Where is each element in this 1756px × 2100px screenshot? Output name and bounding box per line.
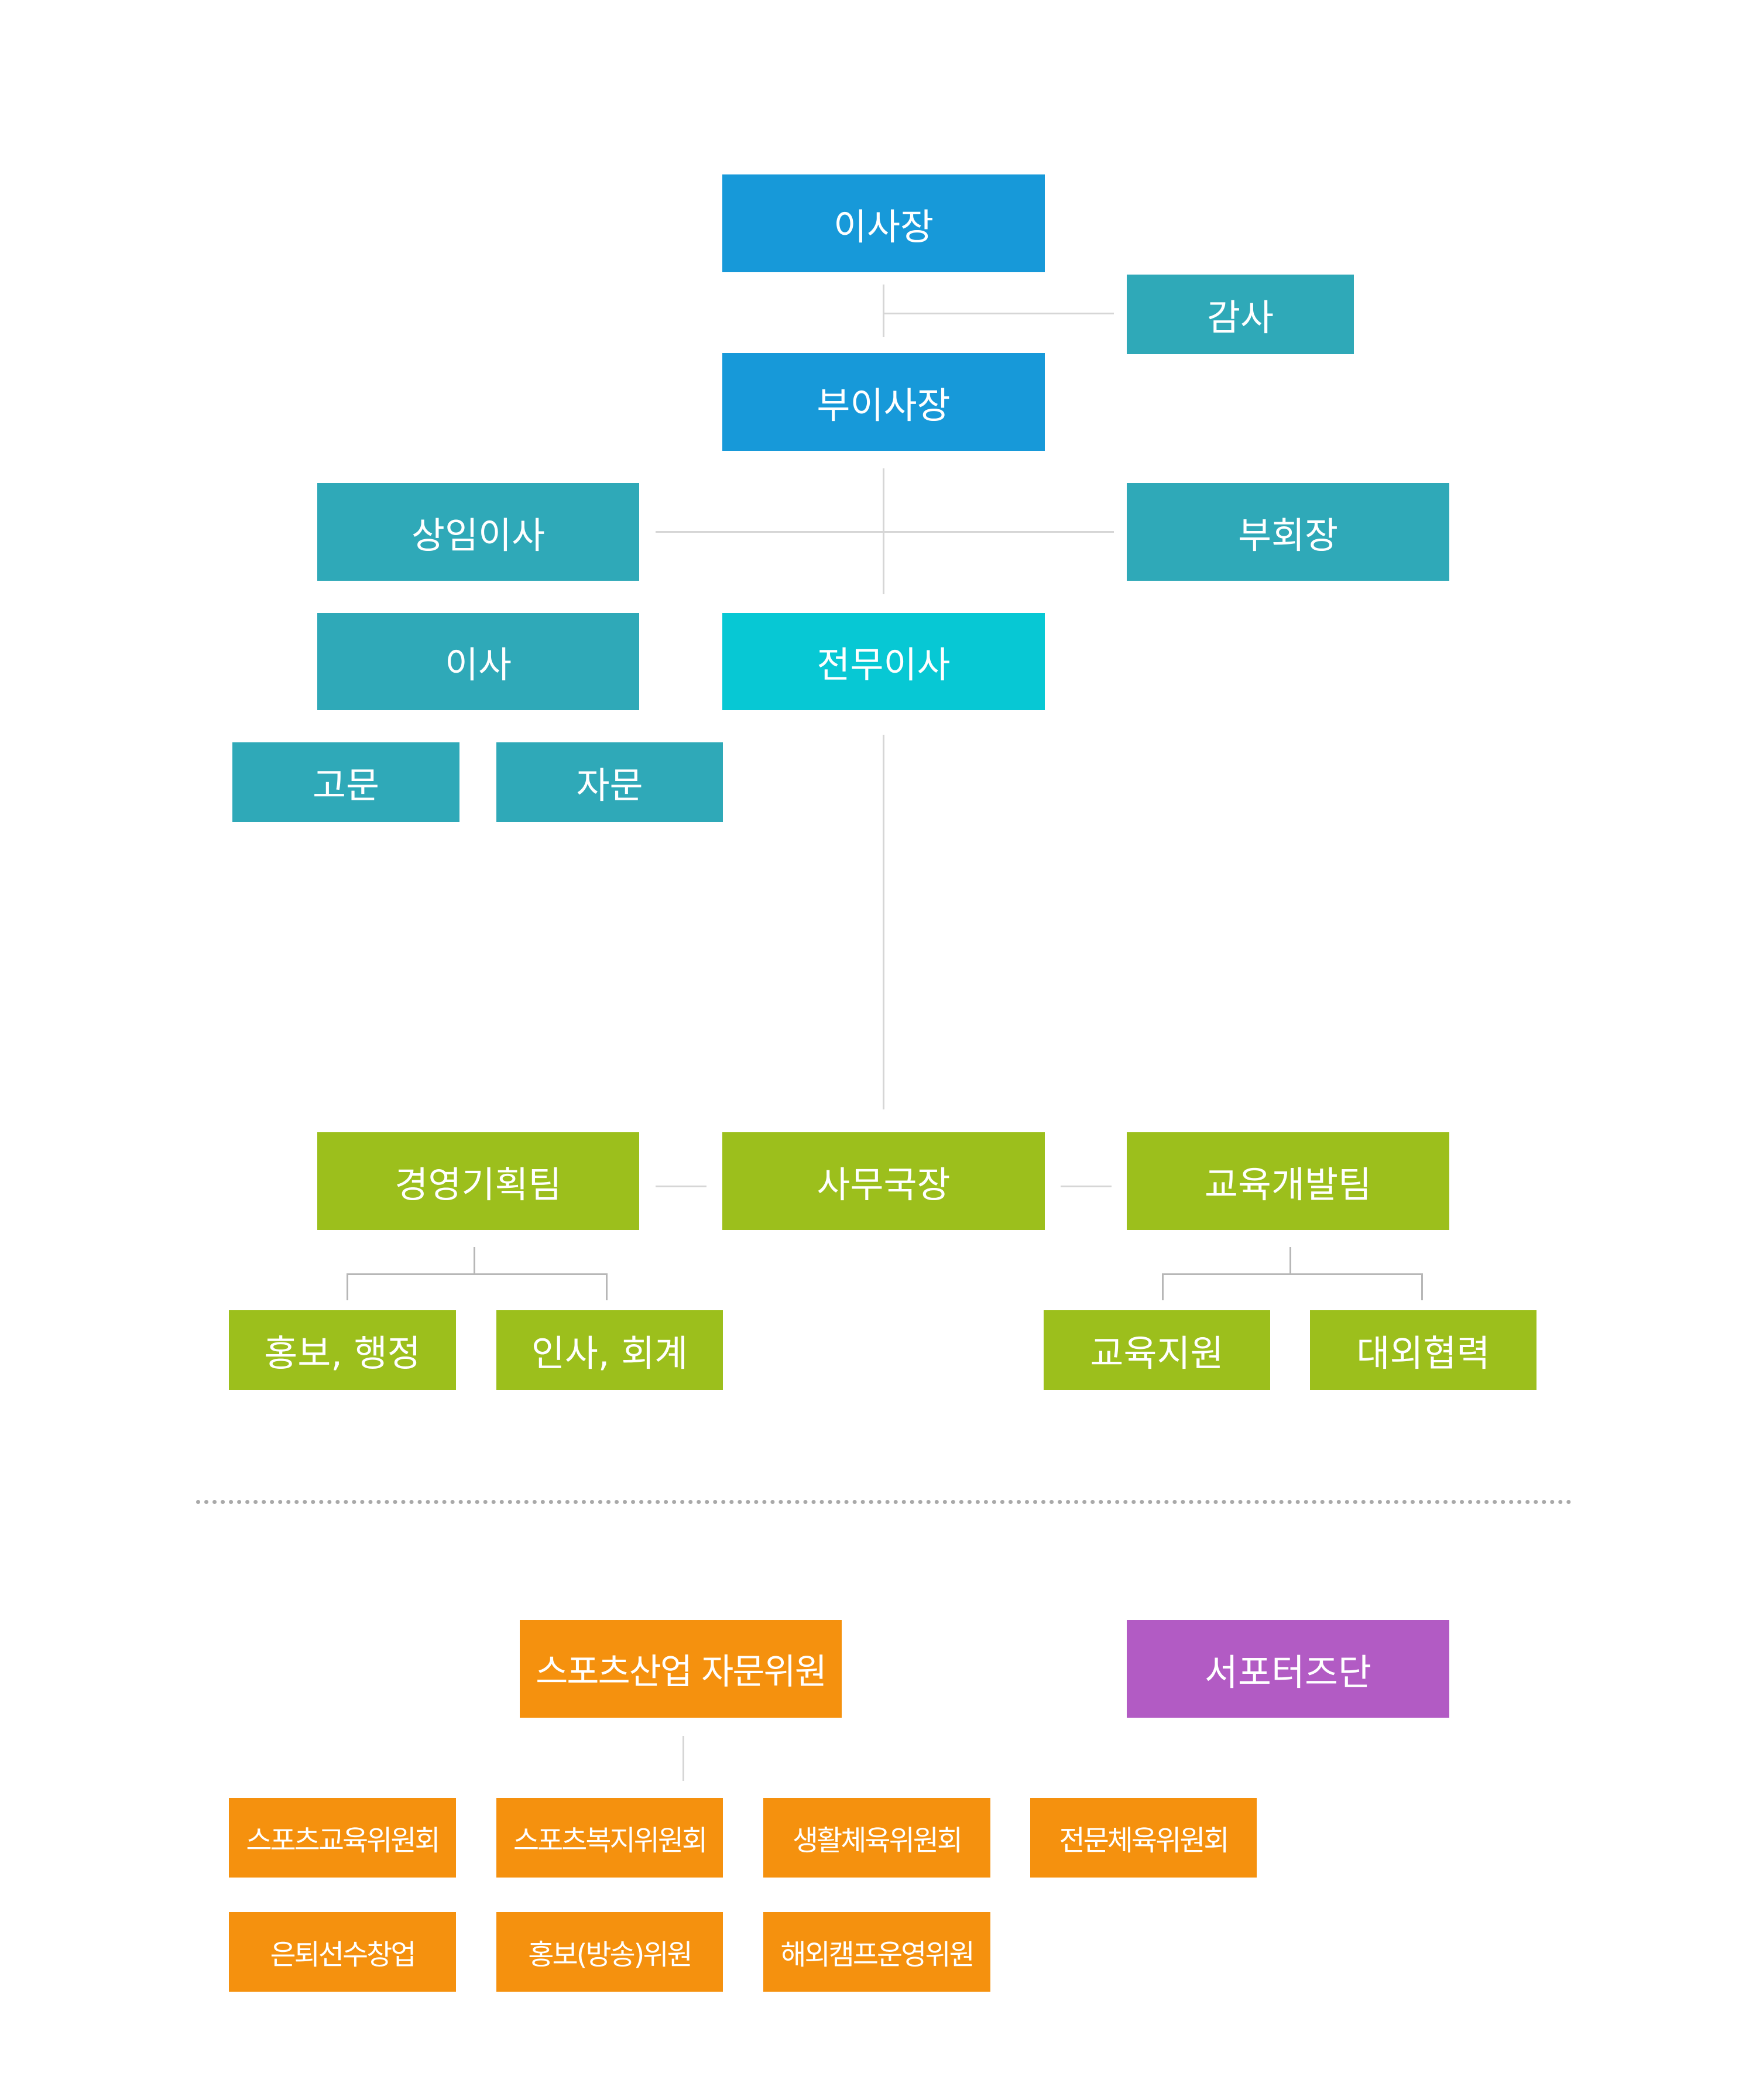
connector-chairman-vice [883, 285, 884, 337]
section-divider [196, 1500, 1572, 1504]
connector-management-right-drop [606, 1273, 608, 1300]
industry-advisors-box: 스포츠산업 자문위원 [520, 1620, 842, 1718]
connector-management-bar [347, 1273, 608, 1275]
hr-accounting-box: 인사, 회계 [496, 1310, 723, 1390]
connector-auditor [884, 313, 1114, 314]
connector-education-left-drop [1162, 1273, 1164, 1300]
standing-director-box: 상임이사 [317, 483, 639, 581]
auditor-box: 감사 [1127, 275, 1354, 354]
committee-sports-welfare: 스포츠복지위원회 [496, 1798, 723, 1878]
committee-pr-broadcast: 홍보(방송)위원 [496, 1912, 723, 1992]
chairman-box: 이사장 [722, 174, 1045, 272]
connector-education-stem [1289, 1247, 1291, 1274]
committee-sports-education: 스포츠교육위원회 [229, 1798, 456, 1878]
connector-executive-secretariat [883, 735, 884, 1109]
connector-education-right-drop [1421, 1273, 1423, 1300]
education-support-box: 교육지원 [1044, 1310, 1270, 1390]
connector-management-stem [474, 1247, 475, 1274]
connector-management-left-drop [347, 1273, 348, 1300]
vice-chairman-box: 부이사장 [722, 353, 1045, 451]
external-cooperation-box: 대외협력 [1310, 1310, 1536, 1390]
connector-management-secretariat [656, 1186, 706, 1187]
connector-education-bar [1162, 1273, 1423, 1275]
committee-overseas-camp: 해외캠프운영위원 [763, 1912, 990, 1992]
committee-community-sports: 생활체육위원회 [763, 1798, 990, 1878]
executive-director-box: 전무이사 [722, 613, 1045, 710]
supporters-box: 서포터즈단 [1127, 1620, 1449, 1718]
director-box: 이사 [317, 613, 639, 710]
connector-standing-vicepresident [656, 531, 1114, 533]
connector-secretariat-education [1061, 1186, 1112, 1187]
counselor-box: 고문 [232, 742, 459, 822]
pr-admin-box: 홍보, 행정 [229, 1310, 456, 1390]
committee-retired-athlete-startup: 은퇴선수창업 [229, 1912, 456, 1992]
education-team-box: 교육개발팀 [1127, 1132, 1449, 1230]
advisor-box: 자문 [496, 742, 723, 822]
secretary-general-box: 사무국장 [722, 1132, 1045, 1230]
management-team-box: 경영기획팀 [317, 1132, 639, 1230]
vice-president-box: 부회장 [1127, 483, 1449, 581]
connector-industry-committees [682, 1736, 684, 1781]
committee-elite-sports: 전문체육위원회 [1030, 1798, 1257, 1878]
